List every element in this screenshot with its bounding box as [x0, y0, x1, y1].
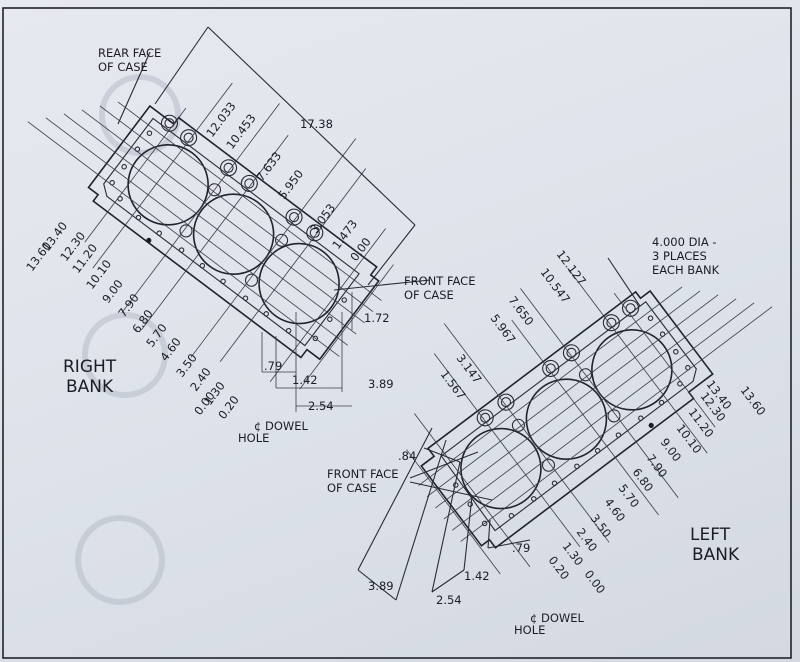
- right-top-dim-2: 7.633: [253, 149, 284, 184]
- right-bottom-dim-3: 3.89: [368, 377, 394, 391]
- left-front-face-label-line2: OF CASE: [327, 481, 377, 495]
- right-bottom-dim-0: .79: [264, 359, 282, 373]
- left-dimension-lines: [406, 267, 773, 575]
- right-rear-face-label-line2: OF CASE: [98, 60, 148, 74]
- left-bore-dia-leader: [607, 257, 641, 307]
- right-bank-label-line2: BANK: [66, 377, 114, 397]
- left-front-face-label-line1: FRONT FACE: [327, 467, 398, 481]
- right-rear-face-leader: [117, 51, 151, 125]
- right-bottom-dim-1: 1.42: [292, 373, 318, 387]
- left-block-outline: [420, 289, 714, 549]
- right-overall-length: 17.38: [300, 117, 333, 131]
- right-bank-label-line1: RIGHT: [63, 357, 117, 377]
- left-front-face-leader: [409, 451, 479, 479]
- left-bottom-dim-1: .79: [512, 541, 530, 555]
- left-coolant-hole: [511, 418, 525, 432]
- right-upper-bolt-bosses: [160, 114, 324, 242]
- left-bank-label-line1: LEFT: [690, 525, 731, 545]
- right-dowel-label-line1: ¢ DOWEL: [254, 419, 309, 433]
- left-cylinder-bore-1: [460, 427, 542, 510]
- bleed-through-marks: [75, 74, 181, 605]
- left-top-dim-3: 5.967: [488, 311, 519, 346]
- right-lower-brackets: [261, 292, 353, 412]
- right-bottom-dim-4: 1.72: [364, 311, 390, 325]
- left-bottom-dim-0: .84: [398, 449, 416, 463]
- left-bottom-dim-4: 3.89: [368, 579, 394, 593]
- right-dimension-lines: [27, 82, 394, 390]
- right-dowel-label-line2: HOLE: [238, 431, 269, 445]
- right-bank-view: [27, 26, 431, 412]
- left-front-face-leader-2: [409, 481, 493, 501]
- right-small-holes: [109, 130, 347, 342]
- left-bore-note-line3: EACH BANK: [652, 263, 720, 277]
- left-side-dim-1: 13.60: [738, 383, 769, 418]
- right-bottom-dim-2: 2.54: [308, 399, 334, 413]
- right-front-face-label-line1: FRONT FACE: [404, 274, 475, 288]
- left-dowel-hole-mark: [648, 422, 654, 429]
- right-front-face-label-line2: OF CASE: [404, 288, 454, 302]
- left-bore-note-line1: 4.000 DIA -: [652, 235, 717, 249]
- right-rear-face-label-line1: REAR FACE: [98, 46, 161, 60]
- left-bottom-dim-2: 1.42: [464, 569, 490, 583]
- left-side-dim-14: 0.00: [582, 567, 609, 596]
- left-bore-note-line2: 3 PLACES: [652, 249, 707, 263]
- left-dowel-label-line2: HOLE: [514, 623, 545, 637]
- left-lower-brackets: [357, 427, 531, 601]
- left-upper-bolt-bosses: [476, 299, 640, 427]
- left-bank-label-line2: BANK: [692, 545, 740, 565]
- right-overall-dimension-17-38: [154, 26, 416, 286]
- right-cylinder-bore-3: [258, 242, 340, 325]
- left-bottom-dim-3: 2.54: [436, 593, 462, 607]
- left-dowel-label-line1: ¢ DOWEL: [530, 611, 585, 625]
- right-coolant-hole: [275, 233, 289, 247]
- right-front-face-leader: [333, 279, 431, 291]
- left-top-dim-2: 7.650: [506, 293, 537, 328]
- left-bank-view: [357, 257, 773, 601]
- page-border: [2, 7, 792, 659]
- right-dowel-hole-mark: [146, 237, 152, 244]
- right-top-dim-3: 5.950: [275, 167, 306, 202]
